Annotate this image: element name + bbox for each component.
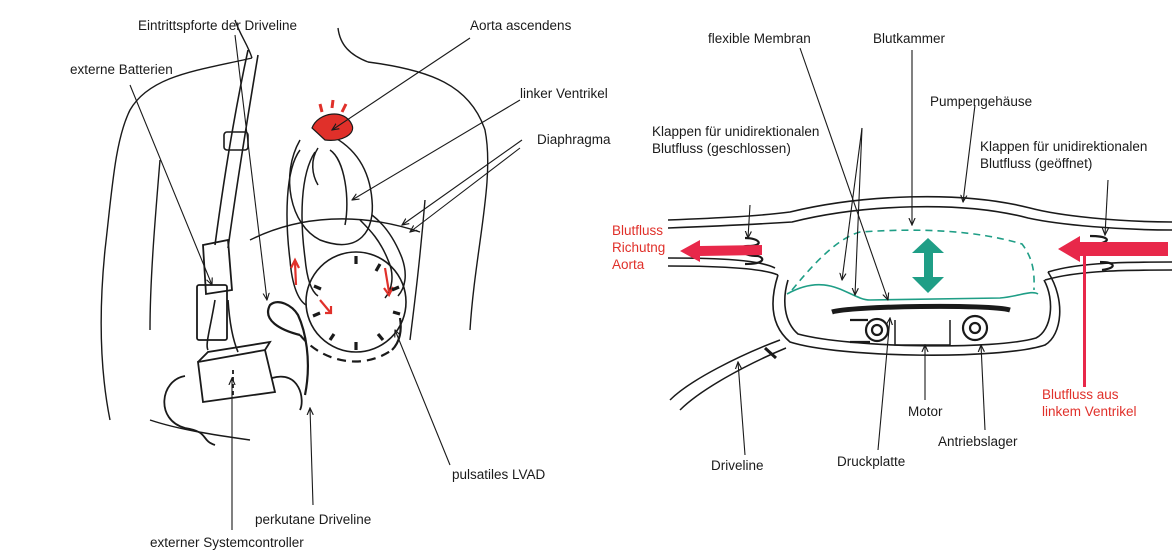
label-valves-open: Klappen für unidirektionalen Blutfluss (…	[980, 138, 1147, 172]
label-driveline: Driveline	[711, 457, 764, 474]
driveline-internal	[268, 302, 401, 395]
label-motor: Motor	[908, 403, 943, 420]
battery-strap	[207, 50, 258, 352]
pump-housing	[668, 197, 1172, 356]
pressure-plate	[832, 306, 1010, 345]
label-aorta: Aorta ascendens	[470, 17, 571, 34]
label-flow-out: Blutfluss Richutng Aorta	[612, 222, 665, 273]
label-bearing: Antriebslager	[938, 433, 1018, 450]
membrane	[787, 230, 1038, 300]
label-controller: externer Systemcontroller	[150, 534, 304, 551]
label-entry-point: Eintrittspforte der Driveline	[138, 17, 297, 34]
label-pressure-plate: Druckplatte	[837, 453, 905, 470]
label-lvad: pulsatiles LVAD	[452, 466, 545, 483]
label-diaphragm: Diaphragma	[537, 131, 611, 148]
label-blood-chamber: Blutkammer	[873, 30, 945, 47]
label-flow-in: Blutfluss aus linkem Ventrikel	[1042, 386, 1137, 420]
valve-right	[1090, 180, 1113, 270]
label-left-ventricle: linker Ventrikel	[520, 85, 608, 102]
torso-outline	[101, 20, 488, 440]
label-membrane: flexible Membran	[708, 30, 811, 47]
membrane-motion-arrow	[912, 238, 944, 293]
external-batteries	[197, 240, 232, 340]
label-valves-closed: Klappen für unidirektionalen Blutfluss (…	[652, 123, 819, 157]
drive-bearings	[850, 316, 987, 342]
label-percutaneous: perkutane Driveline	[255, 511, 371, 528]
label-batteries: externe Batterien	[70, 61, 173, 78]
driveline-external	[670, 340, 786, 410]
left-leaders	[130, 35, 522, 530]
label-housing: Pumpengehäuse	[930, 93, 1032, 110]
